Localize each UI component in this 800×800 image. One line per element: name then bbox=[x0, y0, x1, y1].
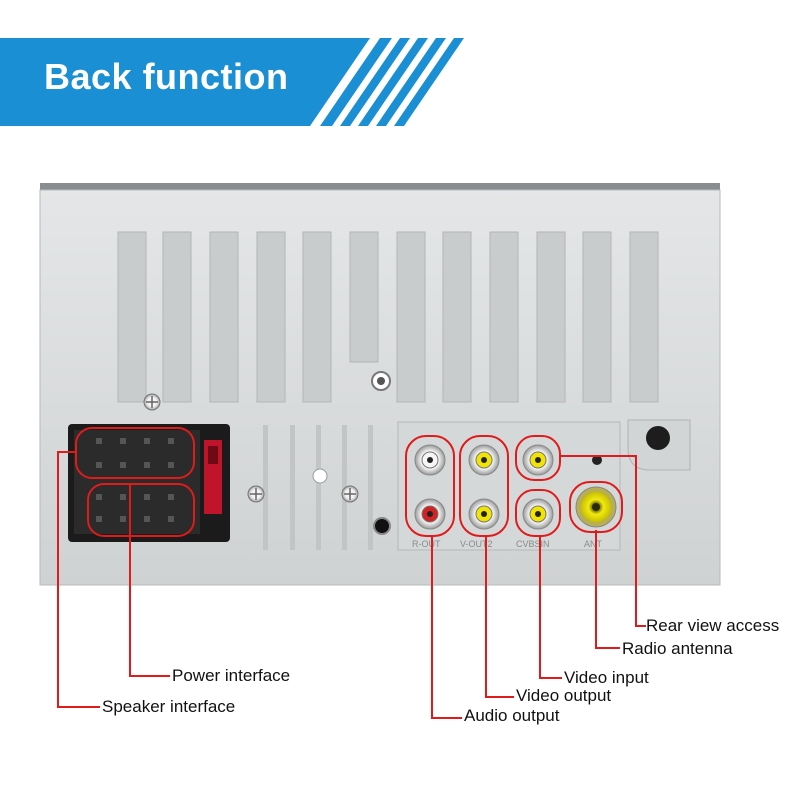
port-label-v-out2: V-OUT2 bbox=[460, 539, 493, 549]
panel-hole bbox=[312, 468, 328, 484]
banner bbox=[0, 38, 464, 126]
callout-lines bbox=[57, 451, 646, 719]
small-hole bbox=[592, 455, 602, 465]
vent-slots bbox=[263, 425, 373, 550]
connector-pins bbox=[96, 438, 174, 522]
audio-out-jacks bbox=[414, 444, 446, 530]
heatsink-fins bbox=[117, 231, 659, 403]
screws bbox=[143, 393, 359, 503]
callout-audio-output: Audio output bbox=[464, 706, 560, 725]
callout-rear-view-access: Rear view access bbox=[646, 616, 780, 635]
antenna-jack bbox=[575, 486, 617, 528]
banner-background bbox=[0, 38, 370, 126]
callout-power-interface: Power interface bbox=[172, 666, 291, 685]
callout-video-output: Video output bbox=[516, 686, 612, 705]
port-label-r-out: R-OUT bbox=[412, 539, 441, 549]
banner-title: Back function bbox=[44, 56, 289, 97]
video-out-jacks bbox=[468, 444, 500, 530]
port-label-cvbsin: CVBSIN bbox=[516, 539, 550, 549]
callout-video-input: Video input bbox=[564, 668, 649, 687]
banner-stripes bbox=[320, 38, 464, 126]
callout-speaker-interface: Speaker interface bbox=[102, 697, 236, 716]
chassis-top-edge bbox=[40, 183, 720, 193]
mic-jack bbox=[373, 517, 391, 535]
callout-radio-antenna: Radio antenna bbox=[622, 639, 733, 658]
video-in-jacks bbox=[522, 444, 554, 530]
port-label-ant: ANT bbox=[584, 539, 603, 549]
